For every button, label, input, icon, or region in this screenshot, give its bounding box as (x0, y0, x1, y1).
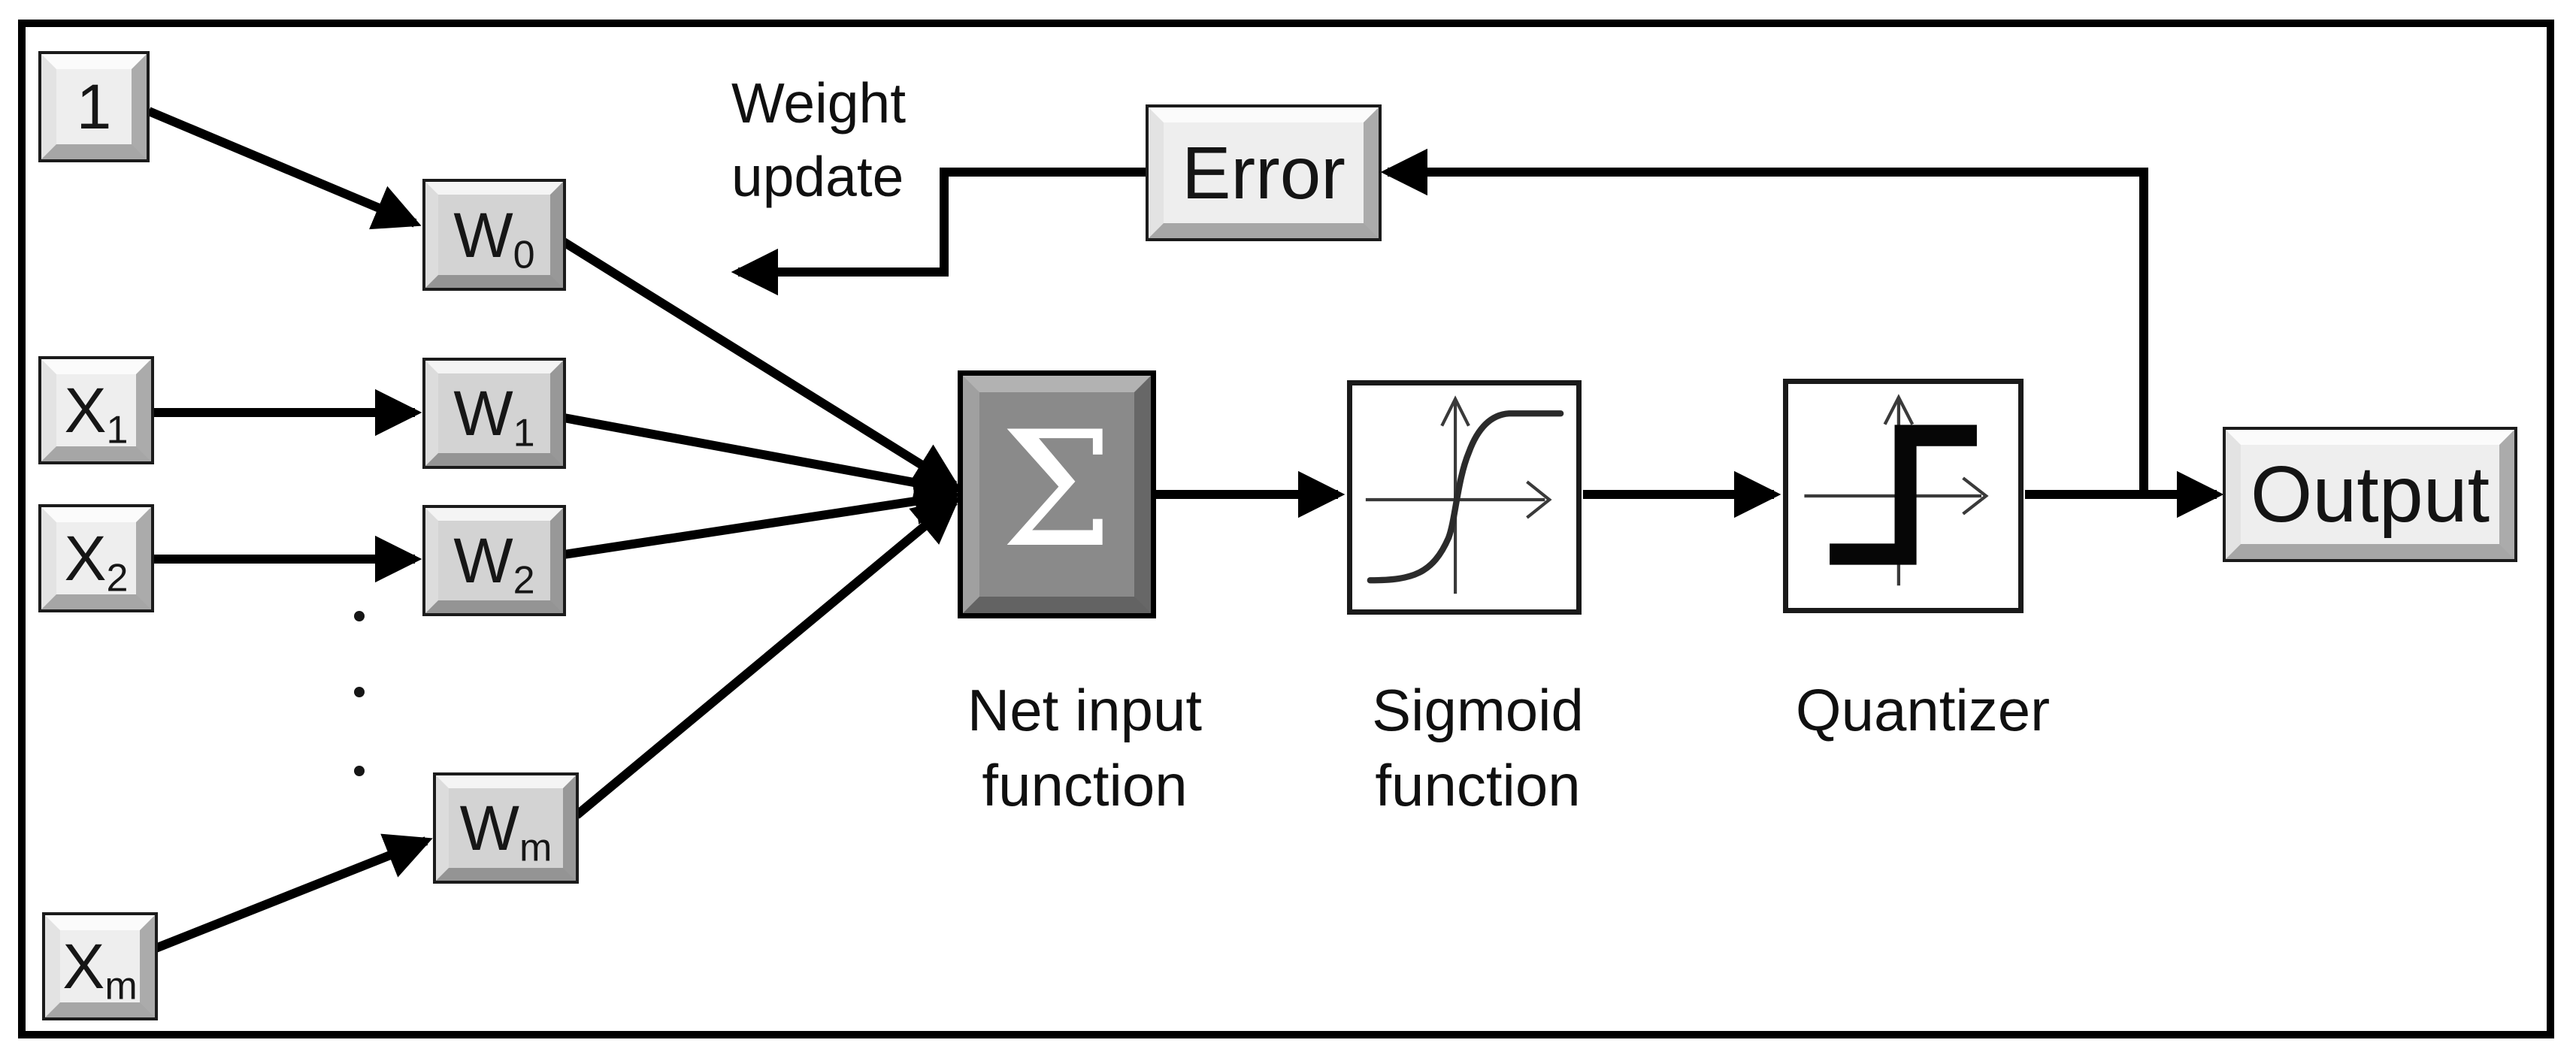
outer-frame (18, 20, 2554, 1038)
output-node: Output (2226, 430, 2514, 559)
weight-w2-label: W2 (453, 525, 535, 603)
sigmoid-caption-line1: Sigmoid (1372, 677, 1584, 743)
weight-node-w1: W1 (425, 361, 563, 466)
sigma-symbol: Σ (1000, 397, 1113, 582)
weight-w1-label: W1 (453, 378, 535, 455)
input-x1-label: X1 (64, 375, 129, 452)
quantizer-caption: Quantizer (1796, 673, 2050, 748)
ellipsis-dot-3: · (354, 766, 365, 776)
weight-update-line1: Weight (731, 71, 907, 135)
error-node: Error (1149, 107, 1379, 238)
quantizer-caption-line1: Quantizer (1795, 677, 2051, 743)
weight-update-line2: update (731, 145, 904, 208)
bias-node: 1 (41, 54, 147, 159)
weight-node-wm: Wm (436, 775, 576, 881)
sigmoid-caption: Sigmoid function (1372, 673, 1584, 823)
net-input-caption-line2: function (982, 752, 1188, 818)
bias-label: 1 (76, 71, 112, 142)
weight-wm-label: Wm (459, 793, 552, 870)
connector-w1-to-sum (562, 413, 962, 506)
sigmoid-caption-line2: function (1375, 752, 1581, 818)
sigmoid-curve-icon (1365, 395, 1564, 594)
input-node-x1: X1 (41, 359, 151, 461)
weight-w0-label: W0 (453, 199, 535, 277)
net-input-caption: Net input function (967, 673, 1202, 823)
step-function-icon (1804, 394, 1989, 586)
connector-w0-to-sum (561, 237, 961, 490)
connector-error-to-weight-update (731, 168, 1146, 296)
connector-bias-to-w0 (147, 107, 422, 230)
quantizer-node (1783, 379, 2024, 613)
connector-wm-to-sum (574, 497, 961, 819)
sigmoid-function-node (1347, 380, 1582, 615)
connector-xm-to-wm (153, 833, 433, 953)
net-input-function-node: Σ (963, 376, 1151, 613)
error-label: Error (1182, 131, 1346, 214)
connector-output-feedback-to-error (1380, 148, 2148, 497)
ellipsis-dot-2: · (354, 687, 365, 697)
input-xm-label: Xm (62, 931, 138, 1008)
net-input-caption-line1: Net input (967, 677, 1203, 743)
input-node-x2: X2 (41, 507, 151, 609)
weight-node-w2: W2 (425, 508, 563, 613)
connector-w2-to-sum (563, 478, 962, 559)
weight-update-label: Weight update (731, 66, 906, 213)
ellipsis-dot-1: · (354, 611, 365, 621)
weight-node-w0: W0 (425, 182, 563, 288)
output-label: Output (2250, 450, 2490, 539)
input-node-xm: Xm (45, 915, 155, 1017)
input-x2-label: X2 (64, 523, 129, 600)
